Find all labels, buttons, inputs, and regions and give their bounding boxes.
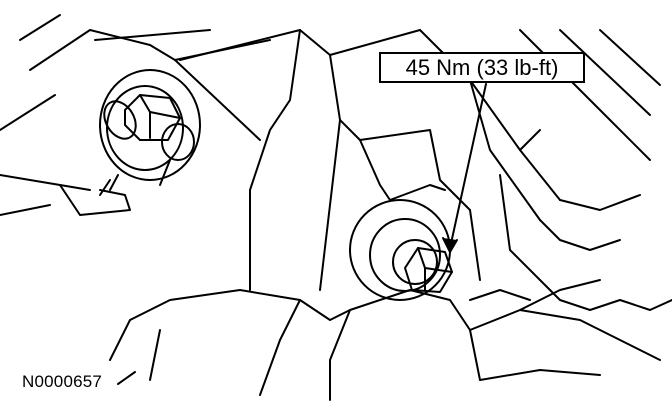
figure-id-leader	[117, 371, 136, 385]
figure-id: N0000657	[22, 372, 103, 391]
torque-leader-arrow	[442, 83, 487, 253]
left-hex-bolt	[99, 69, 201, 186]
torque-callout: 45 Nm (33 lb-ft)	[379, 52, 585, 83]
torque-label: 45 Nm (33 lb-ft)	[405, 55, 559, 80]
lower-frame	[109, 279, 661, 401]
housing-outline	[179, 29, 672, 311]
right-hex-bolt	[349, 199, 453, 301]
left-bracket	[0, 14, 271, 216]
